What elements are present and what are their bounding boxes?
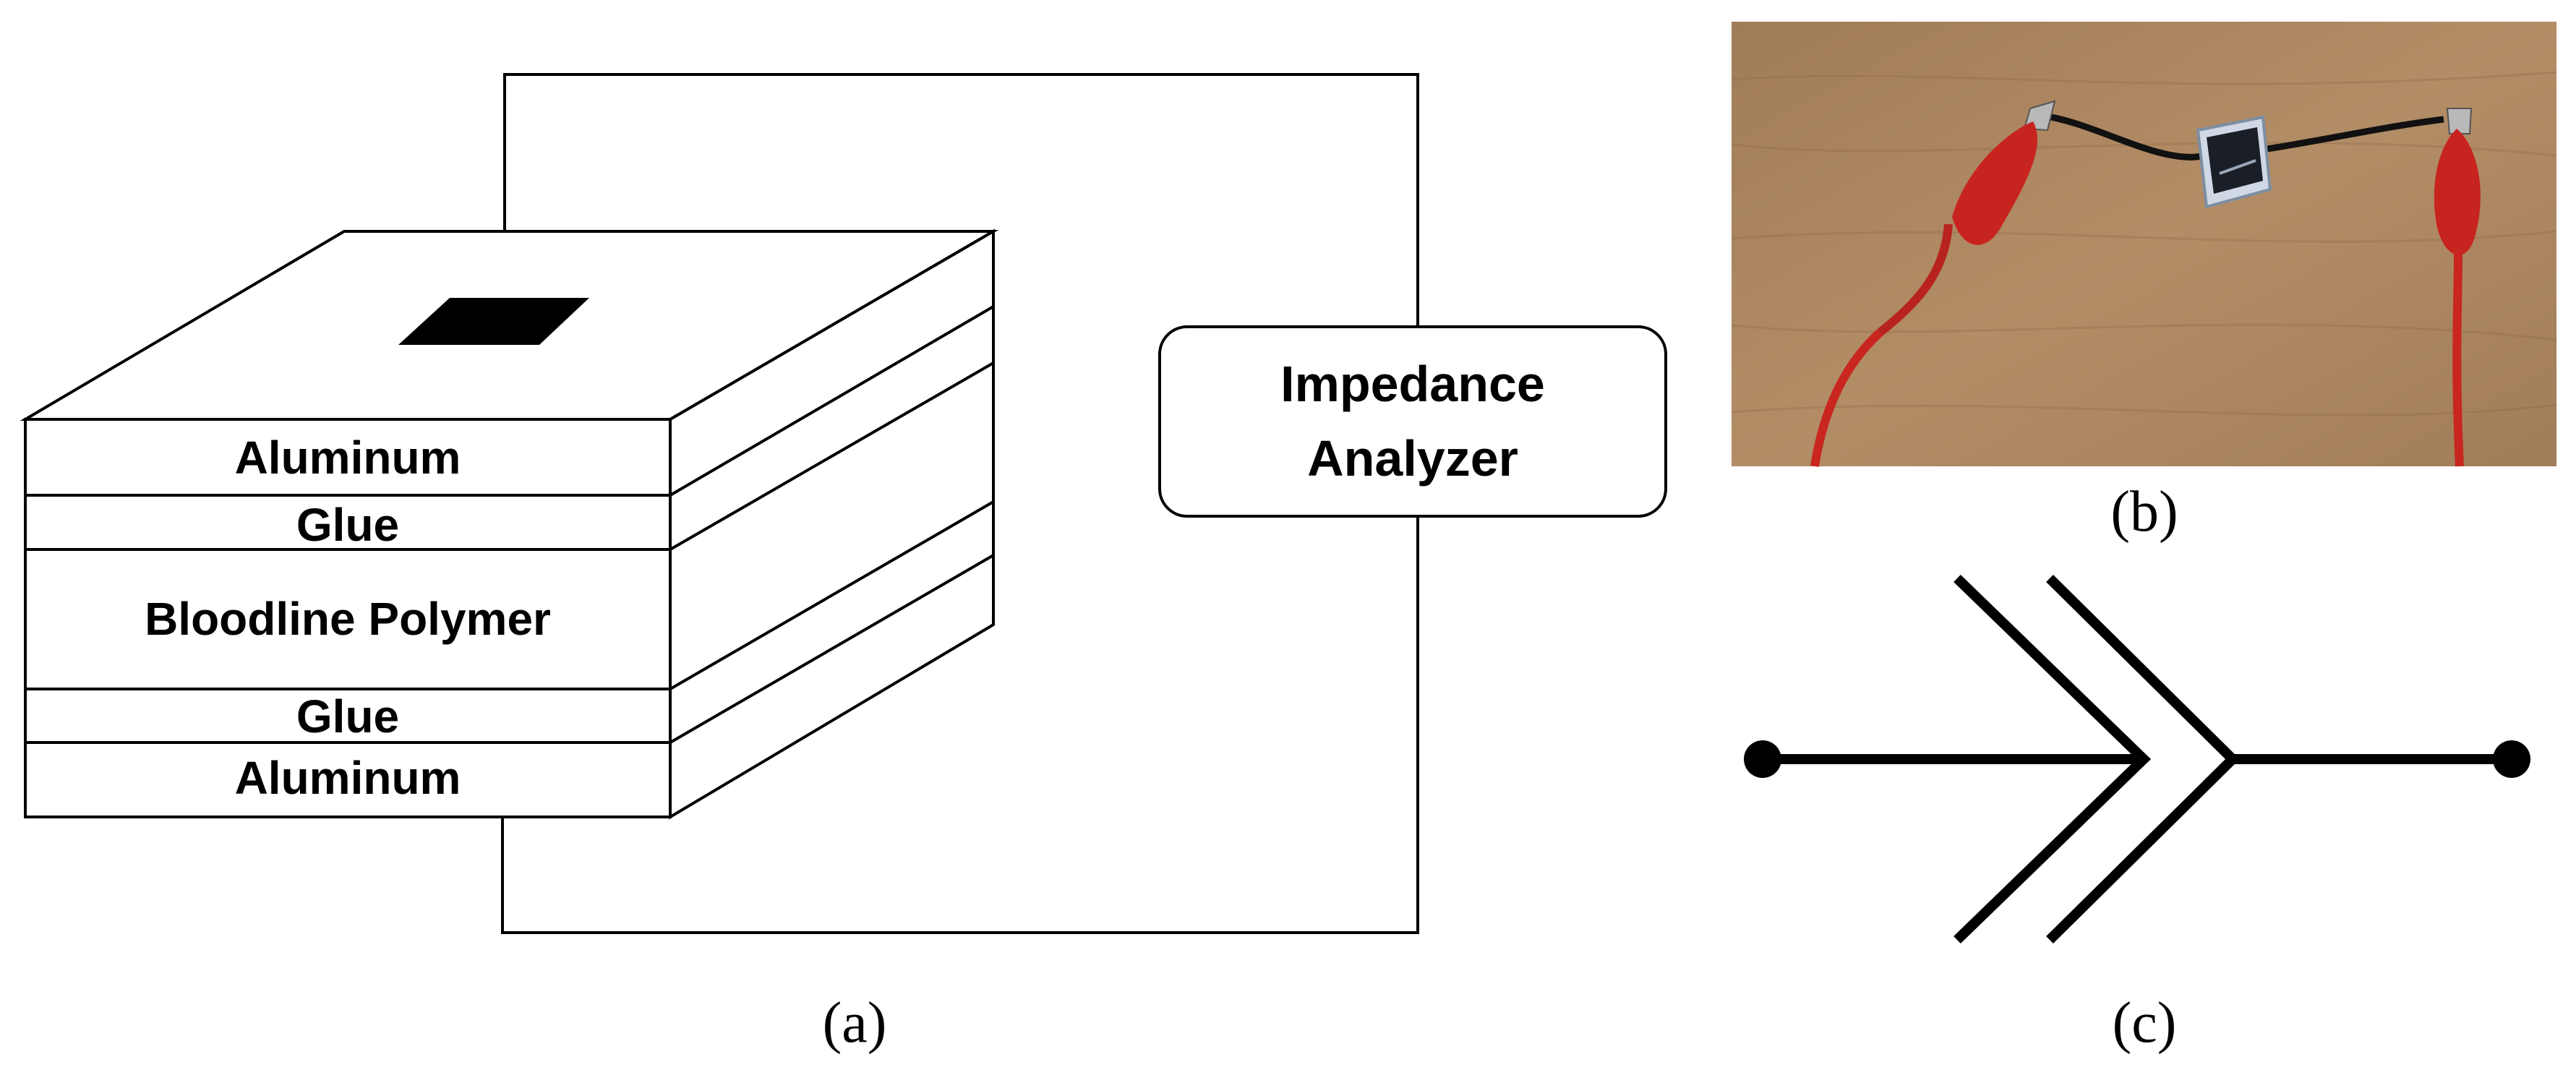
layer-label-polymer: Bloodline Polymer [145, 593, 551, 645]
layer-label-glue-bottom: Glue [296, 690, 399, 742]
layer-label-glue-top: Glue [296, 499, 399, 551]
analyzer-box [1158, 325, 1667, 518]
impedance-analyzer: Impedance Analyzer [1158, 325, 1667, 518]
analyzer-label-line1: Impedance [1280, 356, 1545, 412]
caption-b: (b) [2110, 480, 2178, 544]
caption-a: (a) [823, 991, 887, 1055]
panel-a: Aluminum Glue Bloodline Polymer Glue Alu… [20, 73, 1667, 1055]
layer-label-aluminum-top: Aluminum [235, 432, 461, 484]
circuit-wire [501, 73, 1419, 934]
caption-c: (c) [2113, 991, 2177, 1055]
analyzer-label-line2: Analyzer [1307, 430, 1518, 487]
electrode-contact [398, 298, 589, 345]
terminal-right [2493, 740, 2530, 778]
layer-label-aluminum-bottom: Aluminum [235, 752, 461, 804]
terminal-left [1744, 740, 1781, 778]
stack-front-face [24, 418, 672, 818]
sensor-photo [1731, 22, 2557, 467]
capacitive-sensor-symbol [1763, 574, 2512, 944]
panel-c: (c) [1744, 574, 2530, 1055]
panel-b: (b) [1731, 22, 2557, 544]
